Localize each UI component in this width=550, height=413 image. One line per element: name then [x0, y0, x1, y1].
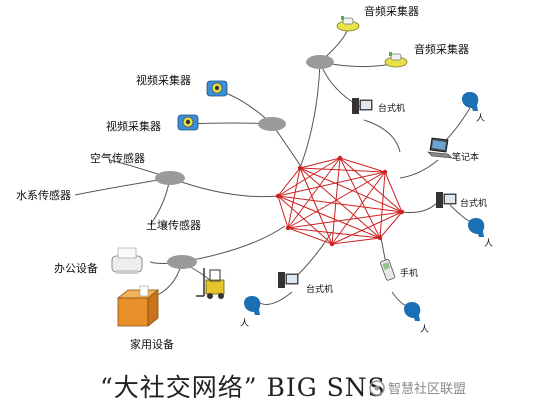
label-audio-collector-top: 音频采集器 [364, 4, 419, 18]
label-audio-collector-mid: 音频采集器 [414, 42, 469, 56]
person-icon [462, 92, 479, 111]
label-soil-sensor: 土壤传感器 [146, 218, 201, 232]
office-hub [167, 255, 197, 269]
person-icon [244, 296, 261, 315]
label-desktop-top: 台式机 [378, 102, 405, 114]
hub-nodes [155, 55, 334, 269]
sensor-hub [155, 171, 185, 185]
label-person: 人 [484, 238, 493, 249]
label-office-equipment: 办公设备 [54, 261, 98, 275]
audio-hub [306, 55, 334, 69]
label-desktop-right: 台式机 [460, 197, 487, 209]
label-person: 人 [240, 318, 249, 329]
mobile-phone-icon [380, 259, 396, 281]
diagram-title: “大社交网络” BIG SNS [100, 373, 386, 402]
home-appliance-icon [116, 285, 160, 327]
desktop-computer-icon [278, 272, 299, 288]
person-icon [404, 302, 421, 321]
label-person: 人 [476, 113, 485, 124]
mesh-nodes [275, 155, 405, 247]
forklift-icon [196, 268, 225, 299]
desktop-computer-icon [436, 192, 457, 208]
audio-collector-icon [336, 16, 360, 32]
label-air-sensor: 空气传感器 [90, 151, 145, 165]
watermark-text: 智慧社区联盟 [388, 381, 466, 397]
laptop-icon [427, 137, 453, 159]
watermark-logo-icon [369, 380, 385, 396]
audio-collector-icon [384, 52, 408, 68]
label-video-collector-top: 视频采集器 [136, 73, 191, 87]
label-desktop-bottom: 台式机 [306, 283, 333, 295]
video-camera-icon [177, 114, 199, 131]
person-icon [468, 218, 485, 237]
watermark: 智慧社区联盟 [369, 380, 466, 397]
label-video-collector-bottom: 视频采集器 [106, 119, 161, 133]
desktop-computer-icon [352, 98, 373, 114]
node-labels: 音频采集器 音频采集器 视频采集器 视频采集器 空气传感器 水系传感器 土壤传感… [16, 4, 493, 351]
printer-icon [111, 247, 143, 274]
label-person: 人 [420, 324, 429, 335]
video-hub [258, 117, 286, 131]
label-home-appliance: 家用设备 [130, 337, 174, 351]
label-mobile-phone: 手机 [400, 267, 418, 279]
label-water-sensor: 水系传感器 [16, 189, 71, 202]
video-camera-icon [206, 80, 228, 97]
label-laptop: 笔记本 [452, 151, 479, 163]
